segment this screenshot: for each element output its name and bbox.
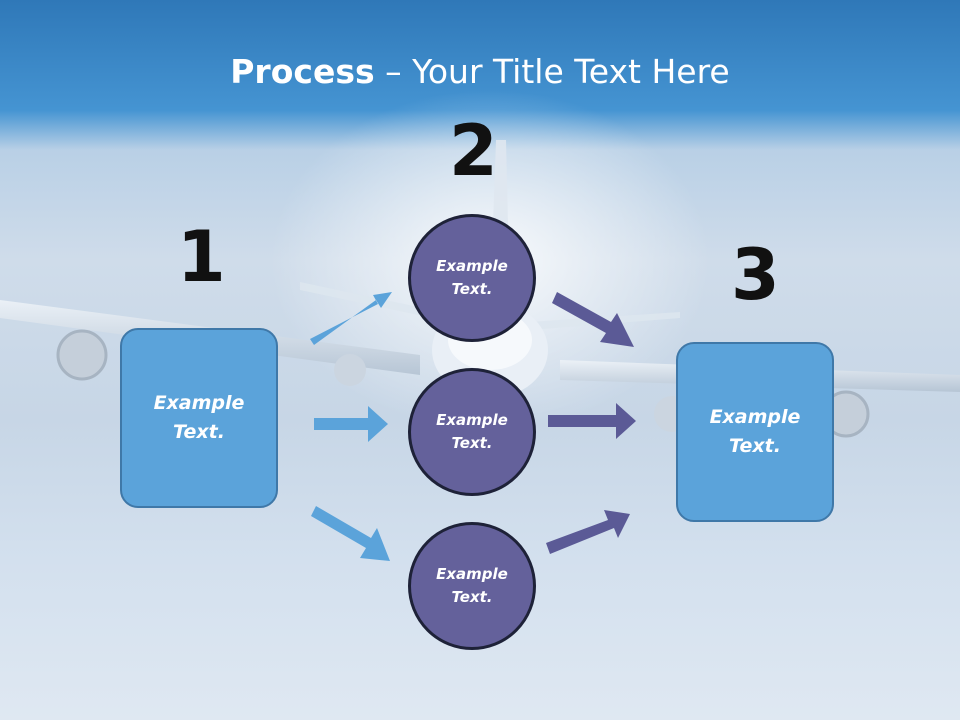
step-number-1: 1 [177, 216, 226, 298]
title-rest: – Your Title Text Here [374, 52, 730, 91]
arrow-left-to-top [310, 292, 392, 345]
arrow-middle-to-right [548, 403, 636, 439]
arrow-left-to-middle [314, 406, 388, 442]
arrow-left-to-bottom [311, 506, 390, 561]
step-number-3: 3 [731, 234, 780, 316]
title-bold: Process [230, 52, 375, 91]
arrow-bottom-to-right [546, 510, 630, 554]
arrow-top-to-right [552, 292, 634, 347]
step-number-2: 2 [449, 110, 498, 192]
slide-title: Process – Your Title Text Here [0, 52, 960, 91]
